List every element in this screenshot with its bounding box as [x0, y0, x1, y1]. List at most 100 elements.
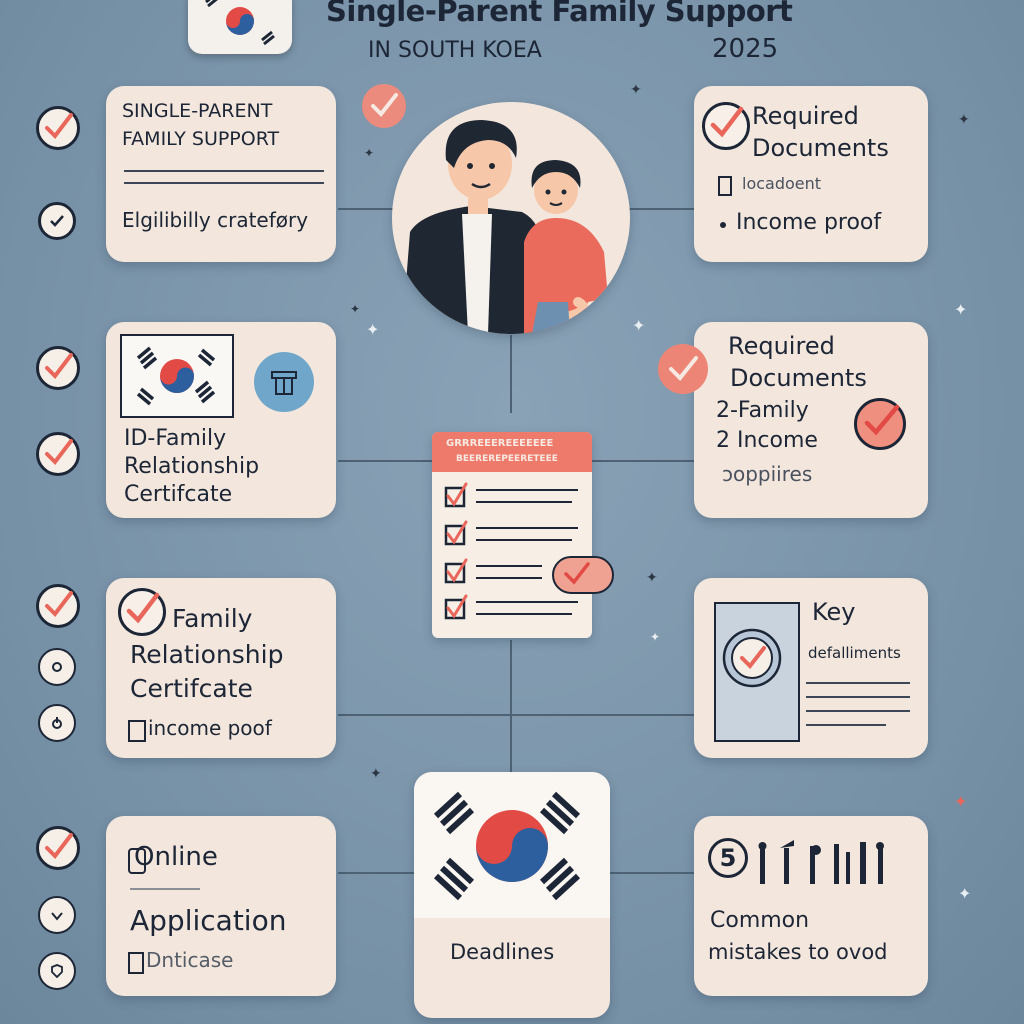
sparkle-icon: ✦	[646, 570, 658, 586]
card-deadlines: Deadlines	[414, 772, 610, 1018]
check-icon	[45, 833, 73, 860]
tool-icon	[254, 352, 314, 412]
sparkle-icon: ✦	[958, 884, 972, 903]
connector-line	[510, 640, 512, 772]
number-badge: 5	[708, 838, 748, 878]
sparkle-icon: ✦	[370, 766, 382, 782]
checkbox-icon	[128, 720, 146, 742]
checklist-rows	[444, 482, 578, 620]
parent-child-illustration	[392, 102, 630, 334]
sparkle-icon: ✦	[364, 146, 375, 160]
check-circle-icon	[854, 398, 906, 450]
divider	[806, 724, 886, 726]
check-bullet	[36, 106, 80, 150]
check-icon	[45, 353, 73, 380]
checklist-header	[432, 432, 592, 472]
card-title-line: Key	[812, 598, 856, 626]
card-title-line: ɔoppiires	[722, 462, 813, 486]
check-icon	[45, 439, 73, 466]
header-flag-icon	[188, 0, 292, 54]
dnticase-label: Dnticase	[146, 948, 234, 972]
checklist-header-line: BEEREREPEERETEEE	[456, 454, 558, 464]
check-icon	[51, 912, 63, 921]
check-bullet	[38, 896, 76, 934]
korean-flag-icon	[414, 772, 610, 918]
connector-line	[338, 872, 414, 874]
connector-line	[338, 714, 694, 716]
checklist-header-line: GRRREEEREEEEEEE	[446, 438, 554, 449]
card-title-line: Documents	[752, 134, 889, 162]
card-title-line: mistakes to ovod	[708, 940, 888, 964]
card-title-line: Certifcate	[124, 482, 233, 507]
checkbox-icon	[128, 952, 144, 974]
connector-line	[592, 460, 694, 462]
divider	[806, 710, 910, 712]
checkbox-icon	[718, 176, 732, 196]
divider	[124, 182, 324, 184]
document-item: locadoent	[742, 174, 822, 193]
check-icon	[362, 84, 406, 128]
sparkle-icon: ✦	[954, 792, 968, 811]
card-title-line: Required	[728, 332, 835, 360]
power-icon	[52, 717, 62, 729]
check-bullet	[36, 346, 80, 390]
card-title-line: FAMILY SUPPORT	[122, 128, 280, 150]
card-common-mistakes: 5 Common mistakes to ovod	[694, 816, 928, 996]
dot-bullet	[38, 952, 76, 990]
application-label: Application	[130, 904, 287, 937]
card-title-line: Relationship	[130, 640, 284, 669]
check-bubble-icon	[552, 556, 614, 594]
check-circle-icon	[118, 588, 166, 636]
check-icon	[45, 591, 73, 618]
card-title-line: SINGLE-PARENT	[122, 100, 273, 122]
shield-icon	[51, 964, 63, 978]
sparkle-icon: ✦	[954, 300, 968, 319]
card-title-line: ID-Family	[124, 426, 227, 451]
card-title-line: 2 Income	[716, 428, 818, 453]
card-title-line: Family	[172, 604, 253, 633]
checklist-icon: GRRREEEREEEEEEE BEEREREPEERETEEE	[432, 432, 592, 638]
sparkle-icon: ✦	[632, 316, 646, 335]
tools-icon	[758, 840, 884, 884]
number-badge-value: 5	[719, 844, 737, 872]
page-subtitle: IN SOUTH KOEA	[368, 38, 542, 63]
check-bullet	[36, 432, 80, 476]
check-icon	[50, 215, 64, 227]
deadlines-label: Deadlines	[450, 940, 555, 964]
card-title-line: Documents	[730, 364, 867, 392]
connector-line	[338, 208, 398, 210]
dot-icon	[52, 662, 62, 672]
check-bullet	[36, 584, 80, 628]
card-required-documents: Required Documents locadoent Income proo…	[694, 86, 928, 262]
card-title-line: Relationship	[124, 454, 260, 479]
income-proof-item: Income proof	[736, 210, 882, 235]
divider	[806, 696, 910, 698]
check-icon	[658, 344, 708, 394]
card-online-application: Required Online Application Dnticase	[106, 816, 336, 996]
sparkle-icon: ✦	[630, 82, 642, 98]
check-bullet	[36, 826, 80, 870]
card-family-relationship-certificate: Family Relationship Certifcate income po…	[106, 578, 336, 758]
dot-bullet	[38, 704, 76, 742]
income-proof-label: income poof	[148, 716, 272, 740]
check-icon	[45, 113, 73, 140]
online-label: Online	[134, 842, 218, 872]
card-title-line: 2-Family	[716, 398, 809, 423]
card-title-line: Common	[710, 908, 810, 933]
card-key-deadlines: Key defalliments	[694, 578, 928, 758]
sparkle-icon: ✦	[958, 112, 970, 128]
dot-bullet	[38, 648, 76, 686]
connector-line	[610, 872, 694, 874]
card-required-documents-2: Required Documents 2-Family 2 Income ɔop…	[694, 322, 928, 518]
divider	[806, 682, 910, 684]
page-title: Single-Parent Family Support	[326, 0, 793, 28]
sparkle-icon: ✦	[650, 630, 661, 644]
connector-line	[338, 460, 432, 462]
card-title-line: defalliments	[808, 644, 901, 662]
sparkle-icon: ✦	[366, 320, 380, 339]
divider	[130, 888, 200, 890]
card-title-line: Certifcate	[130, 674, 253, 703]
page-year: 2025	[712, 34, 779, 64]
divider	[124, 170, 324, 172]
connector-line	[510, 335, 512, 413]
